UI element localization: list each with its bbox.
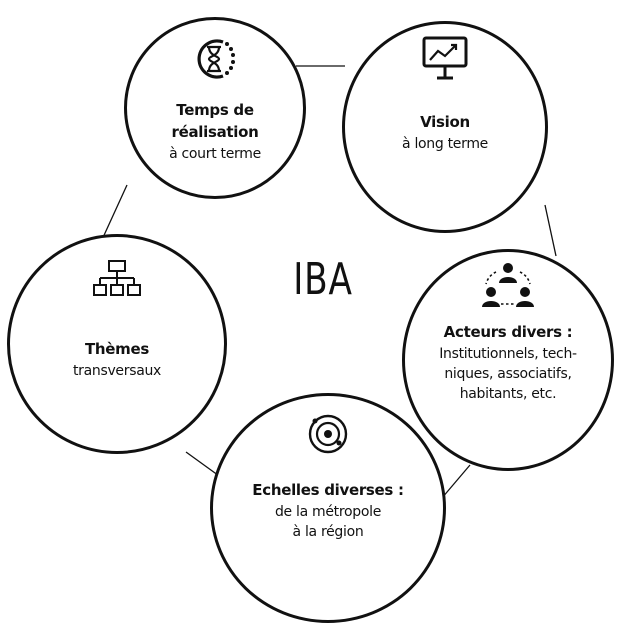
temps-title-line-1: Temps de (176, 101, 254, 119)
echelles-subtitle-line-2: à la région (292, 524, 364, 541)
echelles-title: Echelles diverses : (252, 481, 404, 499)
node-echelles: Echelles diverses : de la métropole à la… (210, 393, 446, 623)
hierarchy-icon (92, 259, 142, 303)
acteurs-subtitle-line-1: Institutionnels, tech- (439, 345, 577, 362)
center-label: IBA (293, 254, 353, 305)
vision-subtitle: à long terme (402, 135, 488, 152)
presentation-chart-icon (418, 34, 472, 90)
themes-subtitle: transversaux (72, 362, 162, 379)
people-group-icon (478, 258, 538, 318)
temps-subtitle: à court terme (169, 145, 261, 162)
echelles-subtitle-line-1: de la métropole (274, 503, 382, 520)
hourglass-clock-icon (189, 34, 241, 88)
acteurs-subtitle-line-2: niques, associatifs, (444, 366, 572, 383)
node-themes: Thèmes transversaux (7, 234, 227, 454)
acteurs-title: Acteurs divers : (443, 323, 573, 341)
node-vision: Vision à long terme (342, 21, 548, 233)
themes-title: Thèmes (84, 340, 149, 358)
link-vision-acteurs (544, 204, 557, 257)
vision-title: Vision (420, 113, 470, 131)
temps-title-line-2: réalisation (171, 122, 259, 141)
node-temps: Temps de réalisation à court terme (124, 17, 306, 199)
node-acteurs: Acteurs divers : Institutionnels, tech- … (402, 249, 614, 471)
orbit-target-icon (306, 412, 350, 460)
acteurs-subtitle-line-3: habitants, etc. (459, 386, 557, 403)
